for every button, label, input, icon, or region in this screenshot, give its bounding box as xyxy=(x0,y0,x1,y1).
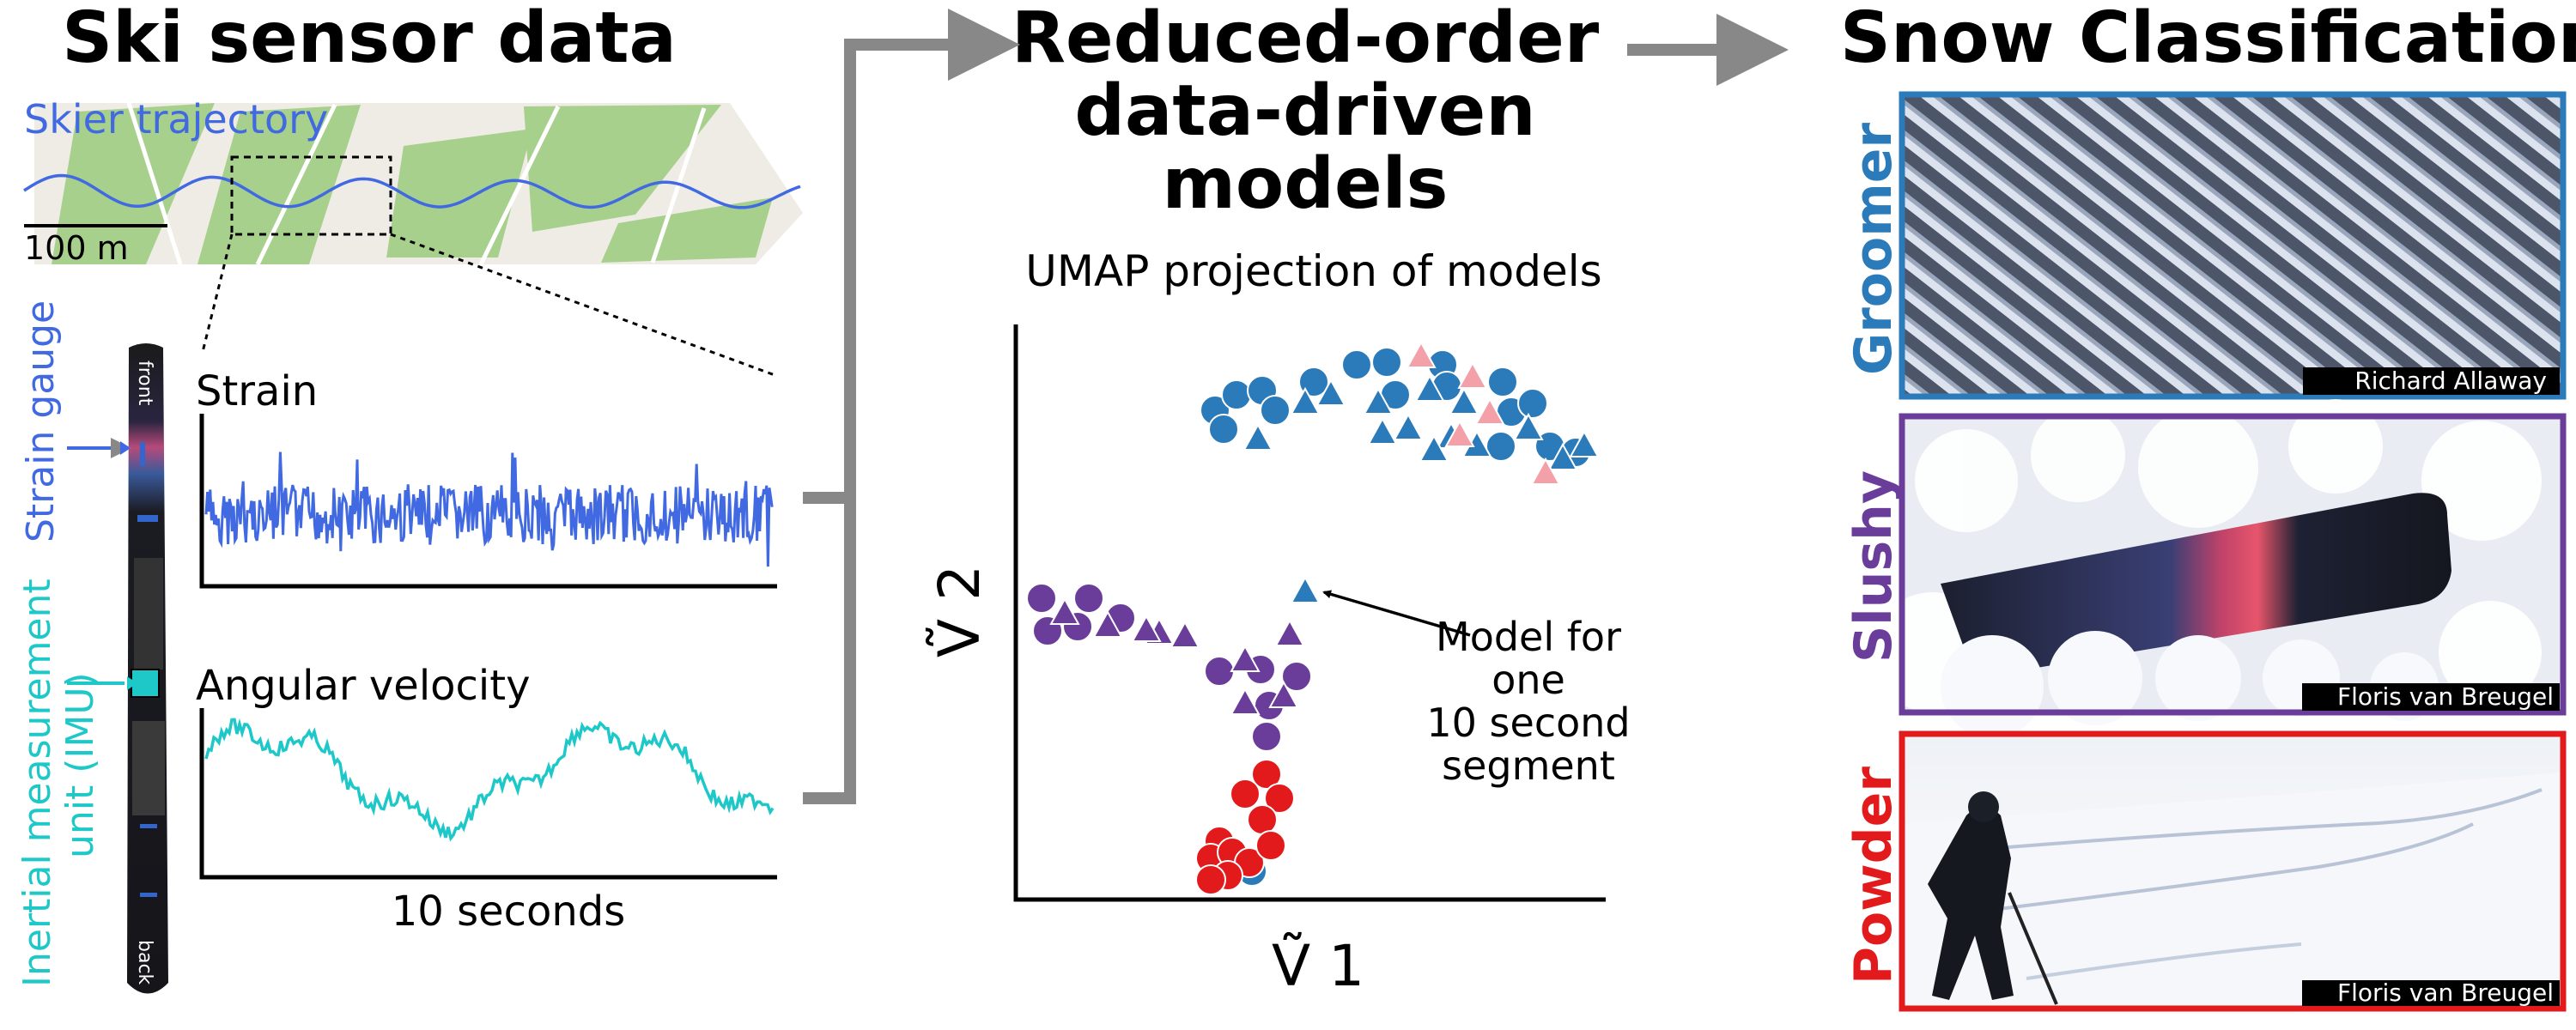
umap-point-47 xyxy=(1251,721,1282,752)
umap-x-axis-label: Ṽ 1 xyxy=(1272,931,1364,999)
umap-point-45 xyxy=(1281,661,1312,692)
umap-point-56 xyxy=(1274,618,1305,646)
umap-point-7 xyxy=(1371,347,1402,378)
umap-point-53 xyxy=(1230,644,1261,672)
umap-point-26 xyxy=(1569,429,1600,457)
umap-point-49 xyxy=(1092,609,1123,638)
umap-point-21 xyxy=(1393,412,1424,440)
zoom-box xyxy=(230,155,392,236)
slushy-panel xyxy=(1872,399,2567,738)
skier-silhouette xyxy=(1928,807,2014,1000)
angular-velocity-signal-line xyxy=(204,718,775,842)
ski-image xyxy=(127,343,168,994)
models-section-title-line1: Reduced-order xyxy=(1012,0,1600,79)
umap-point-55 xyxy=(1230,687,1261,715)
umap-point-66 xyxy=(1195,864,1226,895)
umap-point-23 xyxy=(1449,386,1479,415)
umap-point-28 xyxy=(1367,416,1398,445)
umap-point-12 xyxy=(1517,388,1548,419)
snowboard-shape xyxy=(1941,493,2451,678)
scale-label: 100 m xyxy=(24,229,129,267)
groomer-credit: Richard Allaway xyxy=(2354,367,2547,395)
imu-label-line1: Inertial measurement xyxy=(15,579,59,987)
angular-velocity-plot-axes xyxy=(199,708,777,880)
zoom-connectors xyxy=(201,233,778,378)
powder-panel xyxy=(1899,730,2567,1012)
umap-y-axis-label: Ṽ 2 xyxy=(925,565,993,657)
annotation-line1: Model for xyxy=(1436,614,1621,660)
umap-point-57 xyxy=(1251,759,1282,790)
umap-point-1 xyxy=(1221,379,1252,410)
arrow-sensor-to-models xyxy=(803,45,996,804)
umap-point-51 xyxy=(1170,620,1200,648)
sensor-section-title: Ski sensor data xyxy=(62,0,677,79)
strain-signal-line xyxy=(204,451,774,567)
umap-point-14 xyxy=(1485,431,1516,462)
umap-point-60 xyxy=(1247,804,1278,835)
annotation-line3: 10 second xyxy=(1426,700,1630,746)
umap-point-3 xyxy=(1208,414,1239,445)
imu-label-line2: unit (IMU) xyxy=(58,672,102,858)
powder-label: Powder xyxy=(1844,766,1904,985)
umap-point-19 xyxy=(1315,378,1346,406)
annotation-line4: segment xyxy=(1442,742,1615,789)
trajectory-label: Skier trajectory xyxy=(24,96,328,142)
annotation-arrow xyxy=(1322,590,1471,637)
imu-marker xyxy=(131,669,160,698)
umap-point-18 xyxy=(1290,386,1321,415)
slushy-label: Slushy xyxy=(1844,470,1904,663)
umap-point-10 xyxy=(1487,367,1518,397)
umap-point-33 xyxy=(1474,397,1505,425)
umap-point-5 xyxy=(1298,367,1329,397)
groomer-label: Groomer xyxy=(1844,123,1904,375)
umap-point-39 xyxy=(1073,583,1104,614)
umap-point-35 xyxy=(1530,457,1561,485)
umap-point-48 xyxy=(1049,597,1080,625)
trail-map xyxy=(23,102,803,266)
umap-point-30 xyxy=(1419,433,1449,462)
strain-gauge-label: Strain gauge xyxy=(19,300,63,542)
umap-point-59 xyxy=(1264,783,1295,814)
umap-point-58 xyxy=(1230,779,1261,809)
umap-point-6 xyxy=(1341,349,1372,380)
annotation-line2: one xyxy=(1492,657,1565,703)
umap-points xyxy=(1026,340,1600,895)
umap-point-31 xyxy=(1406,340,1437,368)
umap-point-17 xyxy=(1242,422,1273,451)
strain-label: Strain xyxy=(196,367,318,415)
umap-point-38 xyxy=(1026,583,1057,614)
skier-trajectory-line xyxy=(23,173,801,209)
models-section-title-line2: data-driven xyxy=(1074,70,1535,152)
slushy-credit: Floris van Breugel xyxy=(2337,682,2554,711)
groomer-panel xyxy=(1899,91,2567,400)
umap-point-52 xyxy=(1131,614,1162,642)
umap-title: UMAP projection of models xyxy=(1025,246,1601,296)
angular-velocity-label: Angular velocity xyxy=(196,662,530,710)
umap-point-43 xyxy=(1204,656,1235,687)
umap-point-4 xyxy=(1260,395,1291,426)
umap-point-22 xyxy=(1414,373,1445,402)
models-section-title-line3: models xyxy=(1162,143,1448,225)
umap-point-20 xyxy=(1363,386,1394,415)
umap-point-36 xyxy=(1290,575,1321,603)
time-label: 10 seconds xyxy=(392,888,626,936)
umap-point-27 xyxy=(1547,442,1578,470)
ski-front-label: front xyxy=(134,360,155,406)
umap-point-32 xyxy=(1457,360,1488,389)
umap-point-34 xyxy=(1444,419,1475,447)
umap-point-25 xyxy=(1513,412,1544,440)
classification-section-title: Snow Classification xyxy=(1840,0,2576,79)
flow-arrows xyxy=(803,45,1789,804)
strain-plot-axes xyxy=(199,414,777,589)
ski-back-label: back xyxy=(134,940,155,985)
umap-point-67 xyxy=(1255,830,1286,861)
powder-credit: Floris van Breugel xyxy=(2337,978,2554,1007)
umap-point-54 xyxy=(1268,680,1299,708)
umap-axes xyxy=(1013,324,1606,902)
